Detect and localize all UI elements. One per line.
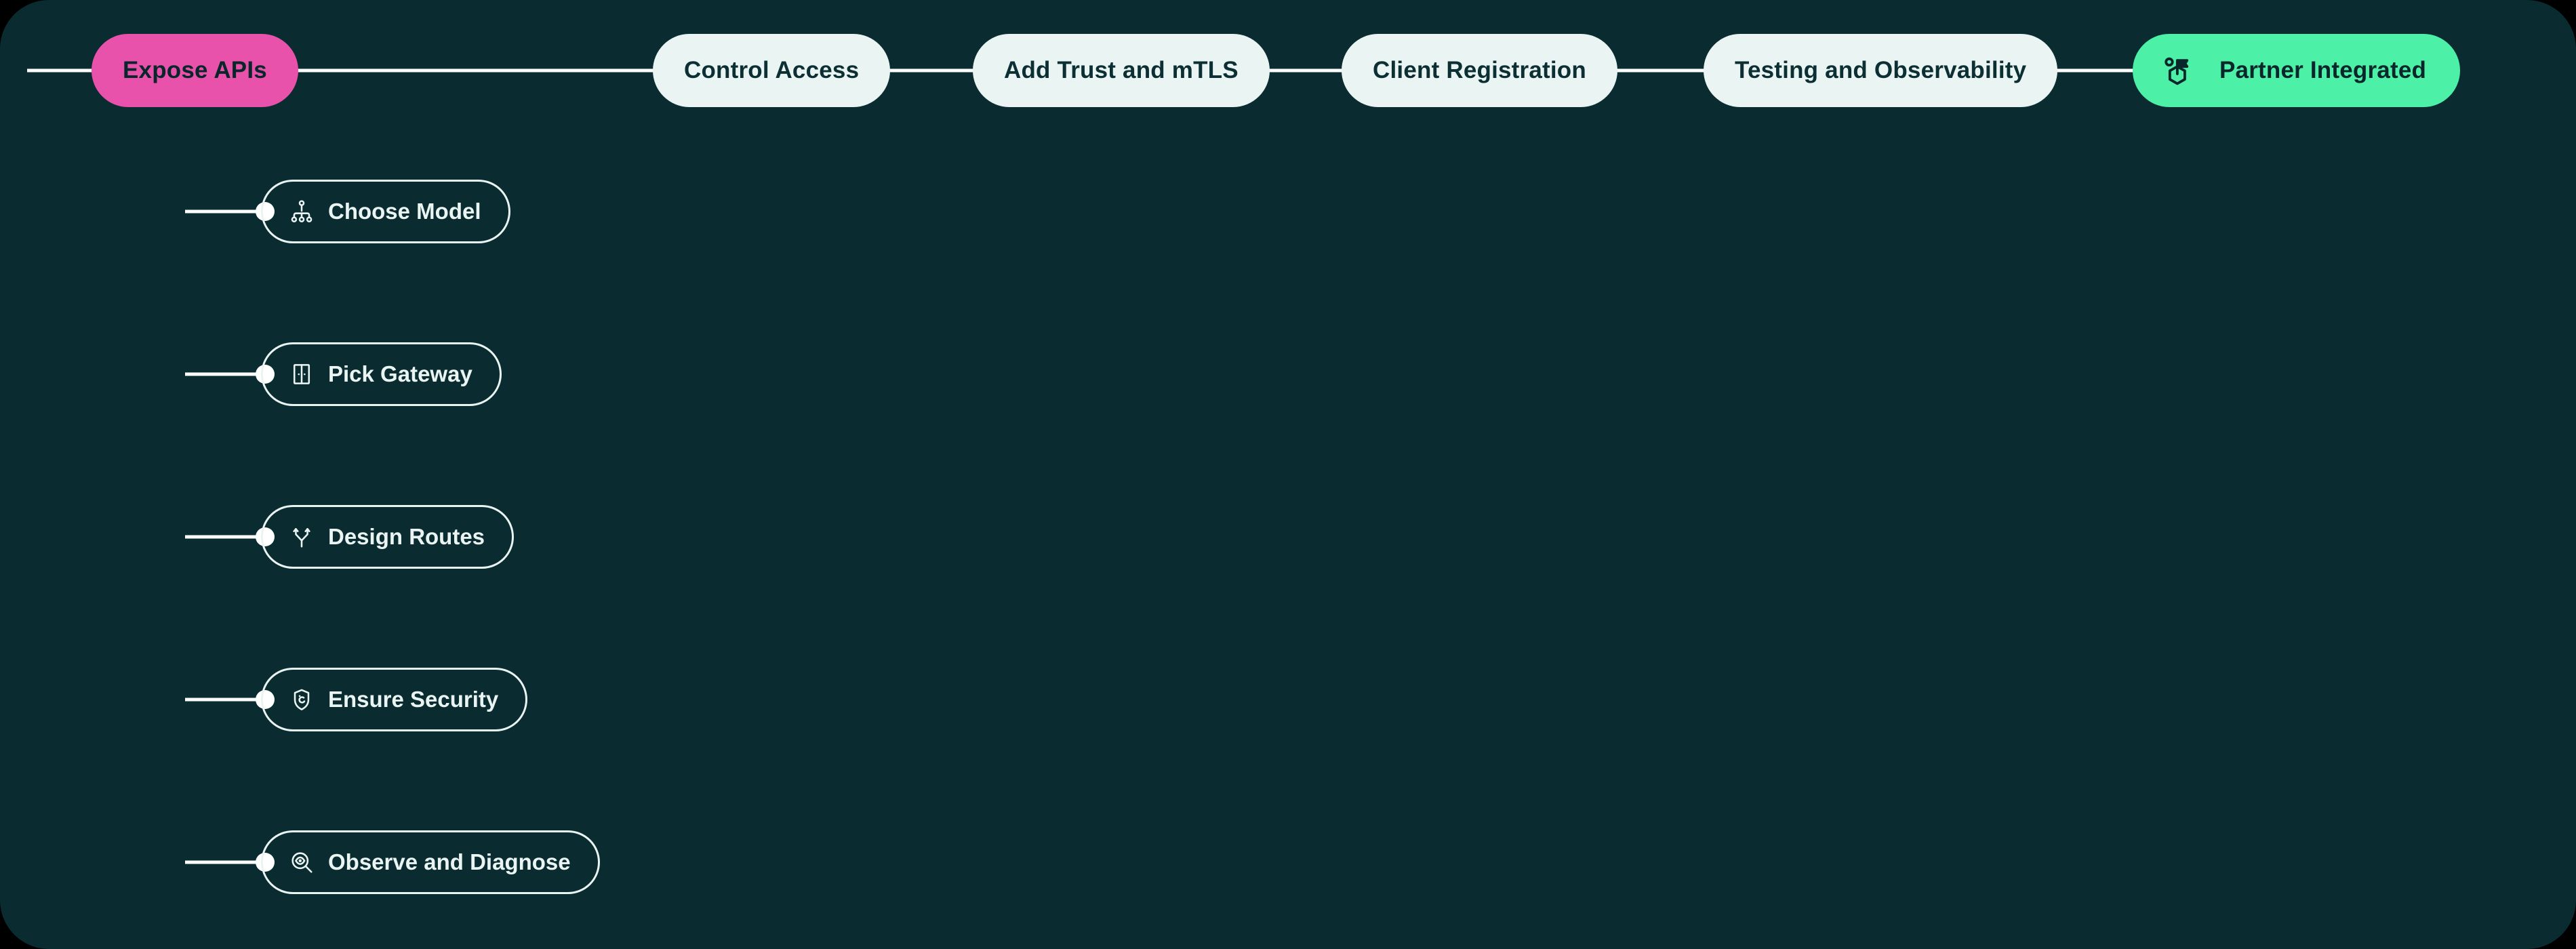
subnode-label-design-routes: Design Routes [328,524,485,549]
shield-icon [289,687,315,712]
magnifier-eye-icon [289,849,315,875]
node-control-access[interactable]: Control Access [653,34,891,107]
subnode-label-pick-gateway: Pick Gateway [328,361,472,386]
subnode-design-routes[interactable]: Design Routes [261,505,515,569]
subnode-pick-gateway[interactable]: Pick Gateway [261,342,502,406]
milestone-flag-icon [2160,52,2196,89]
node-label-expose-apis: Expose APIs [123,57,267,83]
subnode-observe-and-diagnose[interactable]: Observe and Diagnose [261,830,600,894]
node-label-add-trust-and-mtls: Add Trust and mTLS [1004,57,1239,83]
hierarchy-tree-icon [289,199,315,224]
subnode-ensure-security[interactable]: Ensure Security [261,668,528,731]
subnode-label-choose-model: Choose Model [328,199,481,224]
subnode-label-observe-and-diagnose: Observe and Diagnose [328,849,571,874]
node-client-registration[interactable]: Client Registration [1342,34,1617,107]
node-expose-apis[interactable]: Expose APIs [92,34,298,107]
branch-lines [185,209,266,864]
node-testing-and-observability[interactable]: Testing and Observability [1704,34,2058,107]
node-add-trust-and-mtls[interactable]: Add Trust and mTLS [973,34,1270,107]
route-fork-icon [289,524,315,550]
node-label-client-registration: Client Registration [1373,57,1586,83]
node-label-partner-integrated: Partner Integrated [2219,57,2427,83]
subnode-label-ensure-security: Ensure Security [328,687,499,712]
node-label-testing-and-observability: Testing and Observability [1735,57,2027,83]
node-label-control-access: Control Access [684,57,860,83]
subnode-choose-model[interactable]: Choose Model [261,180,510,243]
gateway-door-icon [289,361,315,387]
stage-drop-lines [757,107,1868,591]
node-partner-integrated[interactable]: Partner Integrated [2133,34,2461,107]
